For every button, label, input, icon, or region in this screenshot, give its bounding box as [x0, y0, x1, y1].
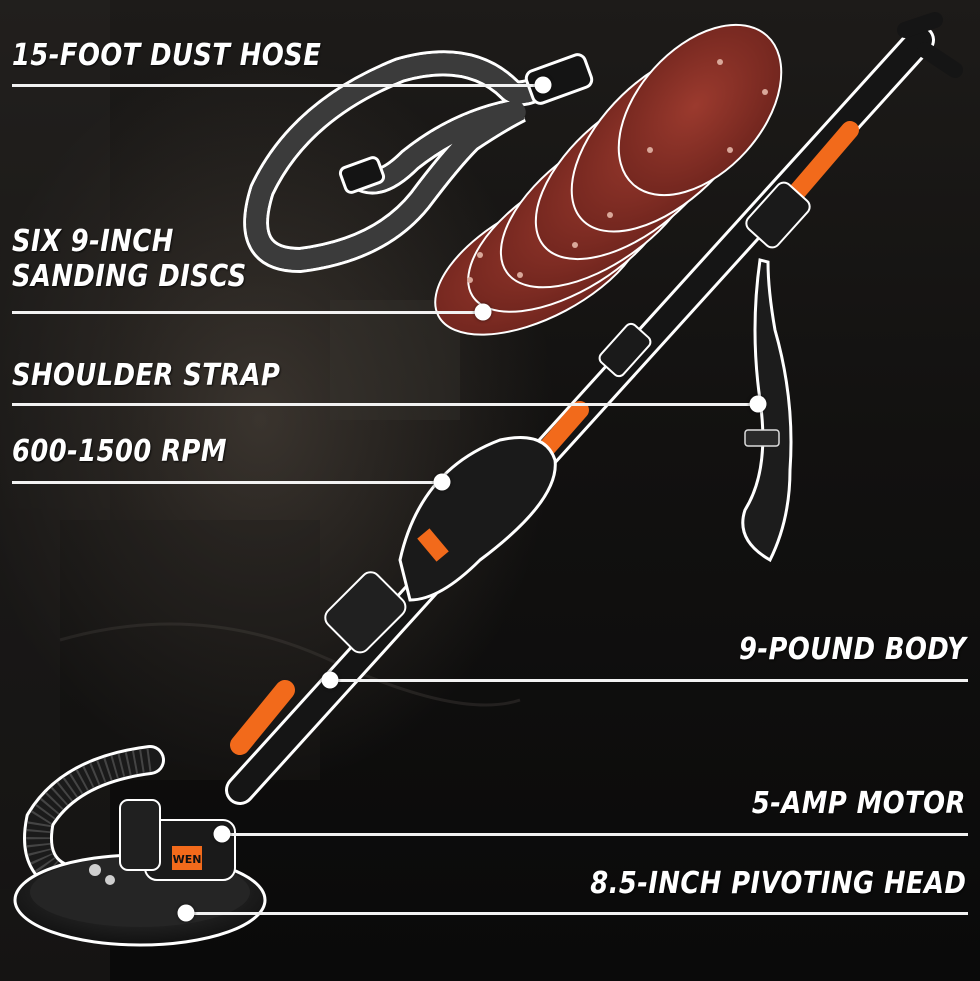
line-discs	[12, 311, 482, 314]
callout-motor: 5-AMP MOTOR	[752, 786, 966, 821]
line-dust-hose	[12, 84, 542, 87]
motor-housing-graphic	[324, 436, 557, 654]
callout-dust-hose: 15-FOOT DUST HOSE	[12, 38, 321, 73]
dot-head	[177, 904, 195, 922]
callout-dust-hose-text: 15-FOOT DUST HOSE	[12, 38, 322, 73]
callout-motor-text: 5-AMP MOTOR	[752, 786, 966, 821]
sanding-head-graphic	[13, 745, 267, 947]
callout-sanding-discs: SIX 9-INCH SANDING DISCS	[12, 224, 247, 295]
line-rpm	[12, 481, 442, 484]
dot-dust-hose	[534, 76, 552, 94]
callout-pivoting-head: 8.5-INCH PIVOTING HEAD	[590, 866, 966, 901]
line-motor	[222, 833, 968, 836]
callout-body-text: 9-POUND BODY	[738, 632, 966, 667]
dot-body	[321, 671, 339, 689]
callout-discs-line2: SANDING DISCS	[12, 259, 247, 295]
callout-discs-line1: SIX 9-INCH	[12, 224, 174, 259]
dot-rpm	[433, 473, 451, 491]
dot-motor	[213, 825, 231, 843]
callout-rpm-text: 600-1500 RPM	[12, 434, 227, 469]
dot-strap	[749, 395, 767, 413]
line-strap	[12, 403, 757, 406]
dot-discs	[474, 303, 492, 321]
line-body	[330, 679, 968, 682]
line-head	[186, 912, 968, 915]
svg-text:WEN: WEN	[173, 853, 202, 866]
callout-head-text: 8.5-INCH PIVOTING HEAD	[589, 866, 966, 901]
sander-pole-graphic	[225, 12, 963, 805]
brand-badge-head: WEN	[172, 846, 202, 870]
shoulder-strap-graphic	[741, 258, 793, 563]
callout-shoulder-strap: SHOULDER STRAP	[12, 358, 280, 393]
callout-strap-text: SHOULDER STRAP	[12, 358, 281, 393]
callout-body-weight: 9-POUND BODY	[739, 632, 966, 667]
sanding-discs-graphic	[434, 23, 783, 336]
callout-rpm: 600-1500 RPM	[12, 434, 227, 469]
